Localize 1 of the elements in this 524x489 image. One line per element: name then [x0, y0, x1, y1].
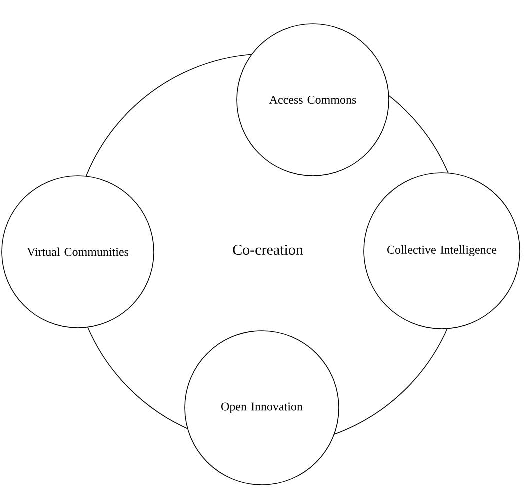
node-label: Open Innovation [222, 402, 303, 414]
